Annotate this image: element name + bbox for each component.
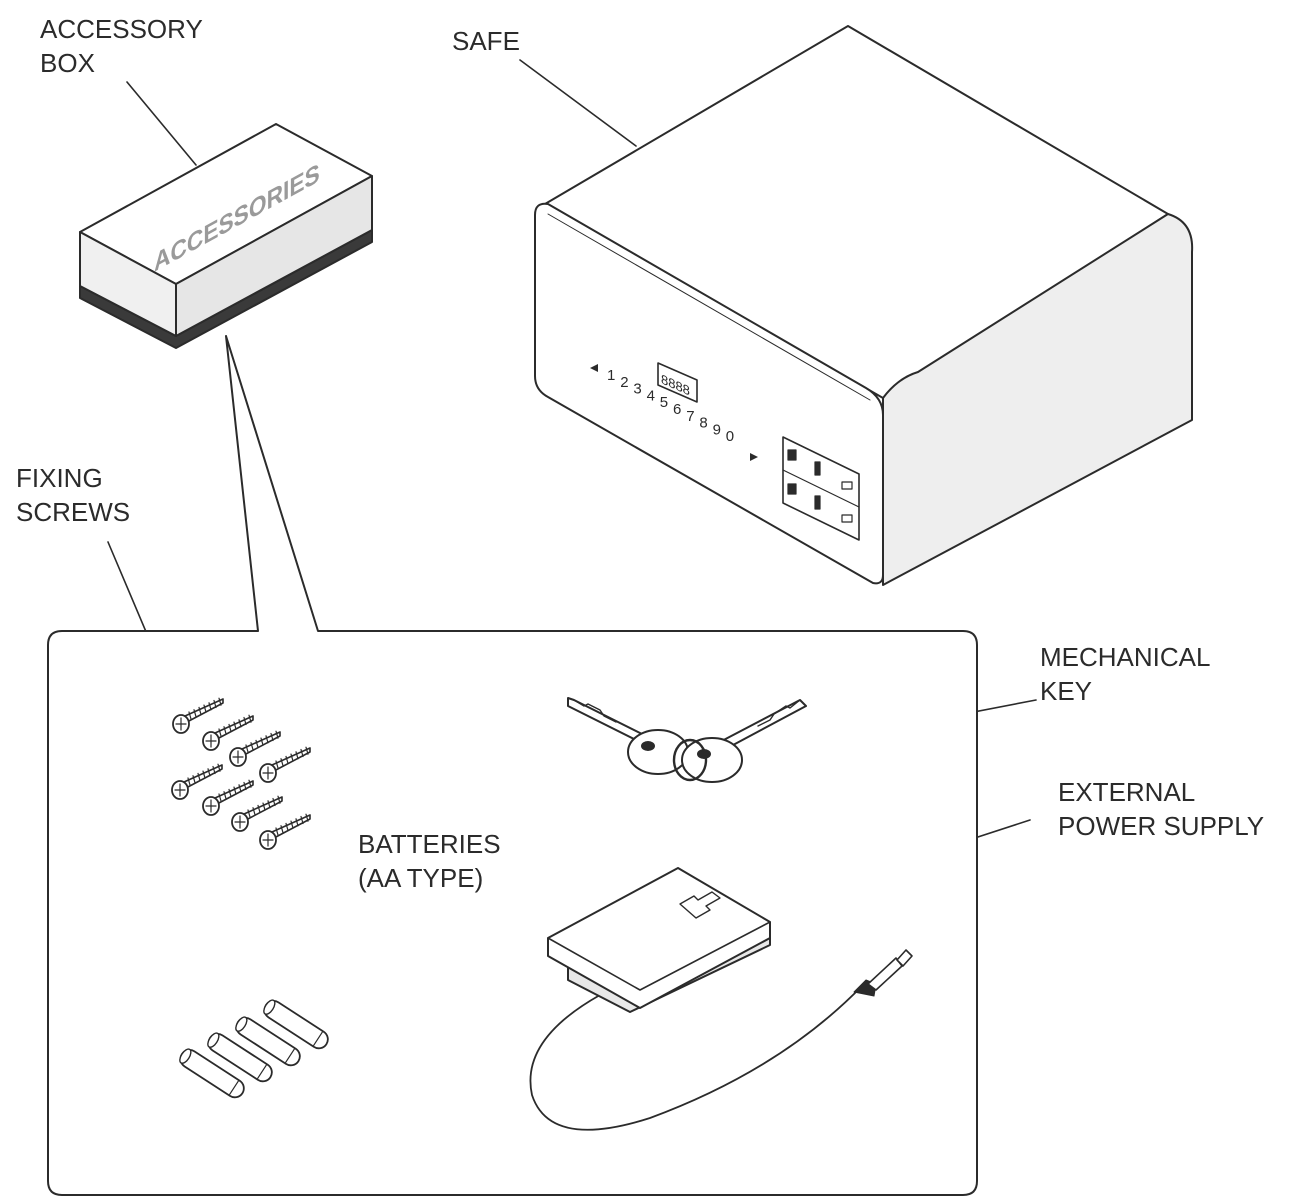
- keypad-digit: 2: [620, 374, 628, 391]
- safe-display: [657, 362, 698, 403]
- batteries-label-line-2: (AA TYPE): [358, 863, 484, 893]
- keypad-digit: 3: [633, 381, 641, 398]
- mechanical-key-label-line-1: MECHANICAL: [1040, 642, 1211, 672]
- keypad-digit: 9: [713, 421, 721, 438]
- fixing-screws-label-line-2: SCREWS: [16, 497, 131, 527]
- keypad-digit: 5: [660, 394, 668, 411]
- batteries-label: BATTERIES (AA TYPE): [358, 827, 501, 895]
- screw: [202, 779, 254, 816]
- accessory-box-label-line-2: BOX: [40, 48, 95, 78]
- external-power-supply: [529, 867, 913, 1131]
- safe-label-text: SAFE: [452, 26, 520, 56]
- keypad-digit: 0: [726, 428, 734, 445]
- keypad-left-arrow-icon: [590, 364, 598, 372]
- keypad-digit: 7: [686, 408, 694, 425]
- accessory-box-label-line-1: ACCESSORY: [40, 14, 203, 44]
- safe-label: SAFE: [452, 24, 520, 58]
- external-power-supply-label-line-1: EXTERNAL: [1058, 777, 1196, 807]
- external-power-supply-label: EXTERNAL POWER SUPPLY: [1058, 775, 1264, 843]
- accessory-box: ACCESSORIES: [79, 123, 373, 349]
- accessories-callout-frame: [47, 335, 978, 1196]
- screw: [259, 746, 311, 783]
- screw: [202, 714, 254, 751]
- fixing-screws-label-line-1: FIXING: [16, 463, 103, 493]
- aa-battery: [207, 1032, 273, 1083]
- mechanical-key-label: MECHANICAL KEY: [1040, 640, 1210, 708]
- keypad-digit: 8: [699, 415, 707, 432]
- fixing-screws-label: FIXING SCREWS: [16, 461, 130, 529]
- aa-battery: [263, 999, 329, 1050]
- external-power-supply-label-line-2: POWER SUPPLY: [1058, 811, 1265, 841]
- mechanical-key-pair: [567, 697, 807, 783]
- accessory-box-label: ACCESSORY BOX: [40, 12, 203, 80]
- mechanical-key-label-line-2: KEY: [1040, 676, 1093, 706]
- aa-batteries: [179, 999, 329, 1099]
- keypad-digit: 1: [607, 367, 615, 384]
- batteries-label-line-1: BATTERIES: [358, 829, 501, 859]
- keypad-right-arrow-icon: [750, 453, 758, 461]
- aa-battery: [179, 1048, 245, 1099]
- screw: [229, 730, 281, 767]
- fixing-screws: [171, 697, 311, 850]
- keypad-digit: 6: [673, 401, 681, 418]
- screw: [171, 763, 223, 800]
- screw: [259, 813, 311, 850]
- screw: [172, 697, 224, 734]
- screw: [231, 795, 283, 832]
- keypad-digit: 4: [647, 387, 655, 404]
- aa-battery: [235, 1016, 301, 1067]
